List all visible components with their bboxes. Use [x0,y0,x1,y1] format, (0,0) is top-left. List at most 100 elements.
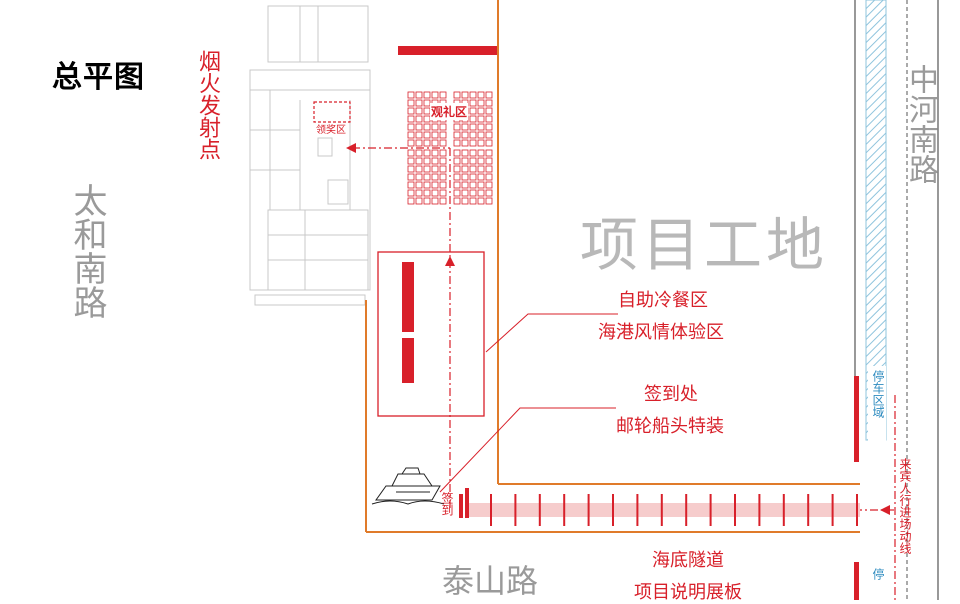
seat [453,181,461,189]
ship-label: 邮轮船头特装 [616,416,724,437]
seat [407,91,415,99]
seat [431,149,439,157]
seat [415,115,423,123]
tunnel-post [685,494,688,526]
seat [407,139,415,147]
seat [469,149,477,157]
seat [423,157,431,165]
seat [407,99,415,107]
seat [469,115,477,123]
seat [453,189,461,197]
seat [485,173,493,181]
seat [431,131,439,139]
seat [407,115,415,123]
seat [477,157,485,165]
parking-label-bg [868,566,886,600]
seat [407,181,415,189]
seat [477,165,485,173]
seat [431,173,439,181]
seat [485,189,493,197]
seat [439,123,447,131]
seat [453,149,461,157]
seat [469,189,477,197]
parking-label-south: 停 [871,568,885,580]
seat [485,91,493,99]
seat [477,181,485,189]
seat [461,165,469,173]
seat [439,139,447,147]
seat [415,131,423,139]
site-label: 项目工地 [580,211,829,279]
checkin-short-label: 签到 [440,492,454,516]
seat [477,99,485,107]
seat [469,107,477,115]
tunnel-post [856,494,858,526]
seat [431,91,439,99]
seat [485,181,493,189]
seat [439,131,447,139]
seat [453,165,461,173]
seat [469,165,477,173]
seat [461,123,469,131]
seat [415,181,423,189]
seat [461,173,469,181]
seat [423,91,431,99]
award-label: 领奖区 [316,125,346,136]
ship-icon [371,467,445,505]
tunnel-post [636,494,639,526]
seat [453,157,461,165]
seat [477,123,485,131]
parking-red-bar [854,376,859,462]
tunnel-corridor [468,503,860,517]
seat [477,91,485,99]
page-title: 总平图 [52,60,145,95]
seat [485,165,493,173]
seat [431,123,439,131]
seat [431,165,439,173]
award-zone-box [313,101,351,123]
seat [415,91,423,99]
building-floor-plan [249,5,371,306]
seat [439,189,447,197]
seat [461,131,469,139]
seat [407,157,415,165]
buffet-table-bottom [402,338,414,383]
seat [461,181,469,189]
seat [453,123,461,131]
fireworks-label: 烟火发射点 [195,50,220,160]
ceremony-seating [407,91,493,205]
seat [439,181,447,189]
tunnel-post [612,494,614,526]
seat [469,197,477,205]
seat [423,181,431,189]
buffet-label: 自助冷餐区 [618,290,708,311]
parking-label: 停车区域 [871,370,885,418]
seat [469,173,477,181]
seat [415,123,423,131]
guest-route-label: 来宾人行进场动线 [898,458,912,554]
checkin-bar [459,494,463,518]
seat [431,139,439,147]
seat [407,131,415,139]
seat [461,189,469,197]
tunnel-post [490,494,492,526]
seat [469,99,477,107]
buffet-table-top [402,262,414,332]
tunnel-post [831,494,834,526]
seat [415,189,423,197]
tunnel-post [660,494,663,526]
seat [431,157,439,165]
seat [477,173,485,181]
seat [423,131,431,139]
seat [461,149,469,157]
seat [423,149,431,157]
seat [461,139,469,147]
seat [423,139,431,147]
exhibit-label: 项目说明展板 [634,582,742,603]
seat [415,157,423,165]
seat [407,149,415,157]
seat [485,139,493,147]
seat [477,189,485,197]
